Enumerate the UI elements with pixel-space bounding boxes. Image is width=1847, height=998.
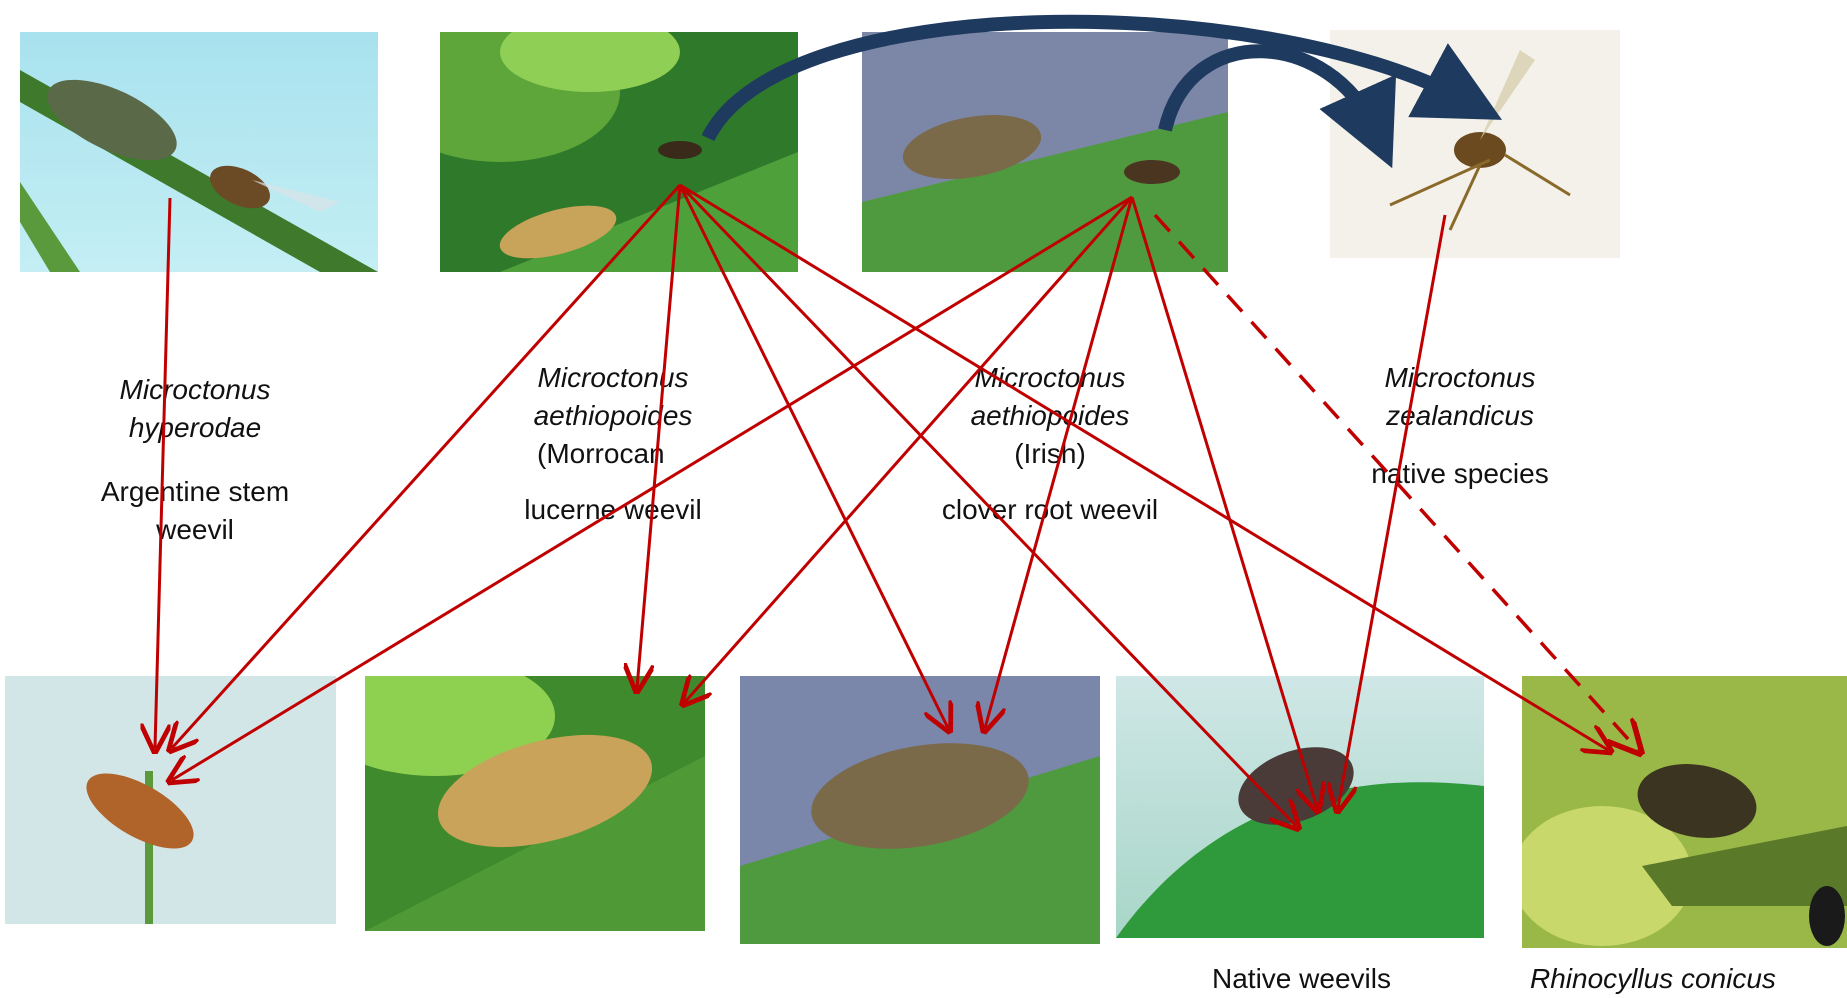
host-name-line2: weevil bbox=[70, 511, 320, 549]
species-name-line1: Microctonus bbox=[920, 359, 1180, 397]
species-name-line2: aethiopoides bbox=[920, 397, 1180, 435]
caption-rhinocyllus-conicus: Rhinocyllus conicus bbox=[1530, 962, 1776, 996]
origin: (Morrocan bbox=[483, 435, 743, 473]
photo-rhinocyllus-conicus bbox=[1522, 676, 1847, 948]
species-name-line2: hyperodae bbox=[70, 409, 320, 447]
species-name-line1: Microctonus bbox=[483, 359, 743, 397]
photo-microctonus-aethiopoides-morrocan bbox=[440, 32, 798, 272]
photo-lucerne-weevil bbox=[365, 676, 705, 931]
host-name-line1: native species bbox=[1340, 455, 1580, 493]
host-name-line1: Argentine stem bbox=[70, 473, 320, 511]
origin: (Irish) bbox=[920, 435, 1180, 473]
species-name-line1: Microctonus bbox=[70, 371, 320, 409]
photo-microctonus-zealandicus bbox=[1330, 30, 1620, 258]
caption-native-weevils: Native weevils bbox=[1212, 962, 1391, 996]
label-parasitoid-3: Microctonus aethiopoides (Irish) clover … bbox=[920, 359, 1180, 529]
species-name-line2: zealandicus bbox=[1340, 397, 1580, 435]
photo-clover-root-weevil bbox=[740, 676, 1100, 944]
photo-native-weevil bbox=[1116, 676, 1484, 938]
species-name-line2: aethiopoides bbox=[483, 397, 743, 435]
species-name-line1: Microctonus bbox=[1340, 359, 1580, 397]
label-parasitoid-4: Microctonus zealandicus native species bbox=[1340, 359, 1580, 493]
photo-microctonus-hyperodae bbox=[20, 32, 378, 272]
label-parasitoid-2: Microctonus aethiopoides (Morrocan lucer… bbox=[483, 359, 743, 529]
photo-microctonus-aethiopoides-irish bbox=[862, 32, 1228, 272]
photo-argentine-stem-weevil bbox=[5, 676, 336, 924]
host-name-line1: clover root weevil bbox=[920, 491, 1180, 529]
host-name-line1: lucerne weevil bbox=[483, 491, 743, 529]
label-parasitoid-1: Microctonus hyperodae Argentine stem wee… bbox=[70, 371, 320, 549]
